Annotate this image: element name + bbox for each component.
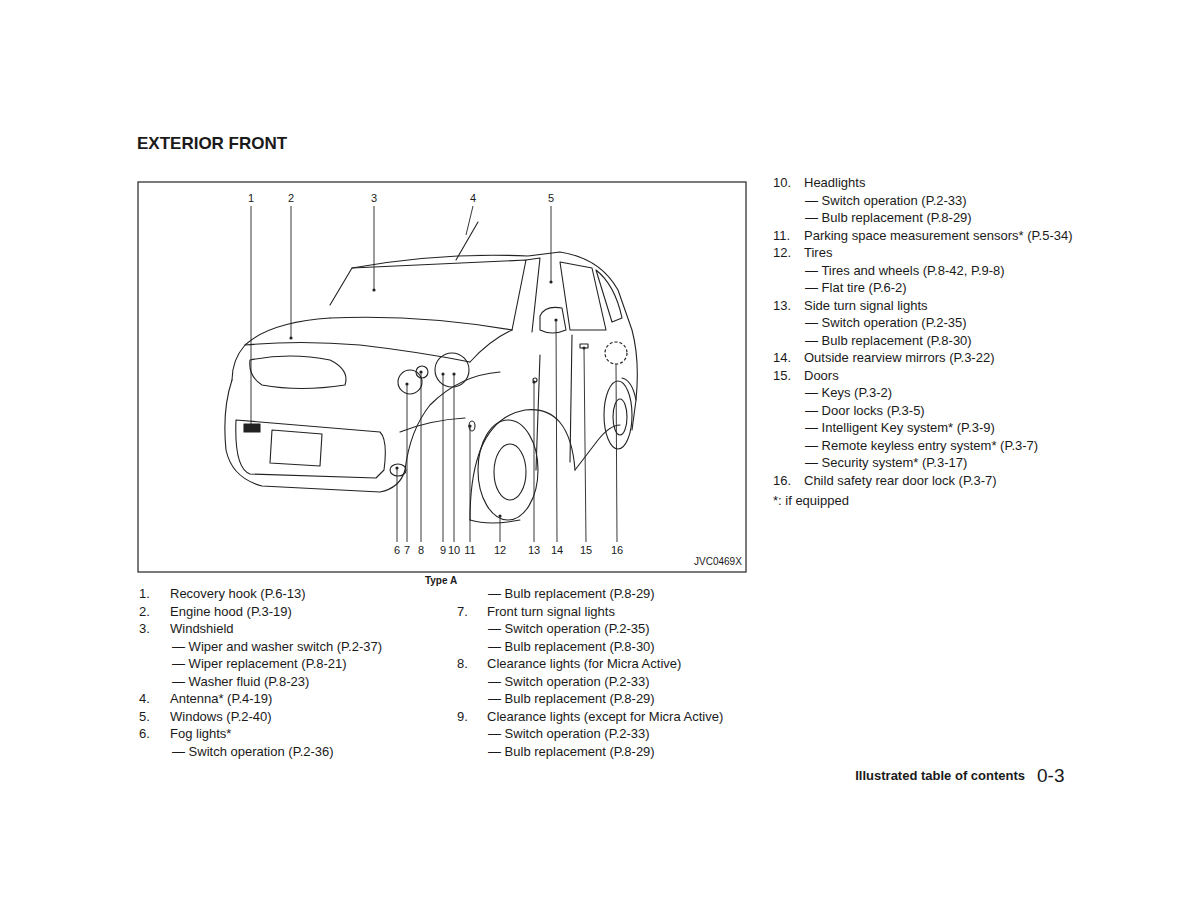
sub-item: — Intelligent Key system* (P.3-9)	[805, 420, 995, 436]
sub-item: — Bulb replacement (P.8-29)	[488, 744, 655, 760]
callout-number: 7	[403, 544, 411, 556]
sub-item: — Door locks (P.3-5)	[805, 403, 925, 419]
item-text: Antenna* (P.4-19)	[170, 691, 272, 707]
sub-item: — Switch operation (P.2-33)	[488, 726, 650, 742]
callout-number: 14	[550, 544, 564, 556]
item-text: Windshield	[170, 621, 234, 637]
sub-item: — Bulb replacement (P.8-30)	[805, 333, 972, 349]
item-text: Outside rearview mirrors (P.3-22)	[804, 350, 994, 366]
item-text: Tires	[804, 245, 832, 261]
sub-item: — Washer fluid (P.8-23)	[172, 674, 309, 690]
sub-item: — Wiper replacement (P.8-21)	[172, 656, 347, 672]
item-text: Engine hood (P.3-19)	[170, 604, 292, 620]
callout-number: 4	[469, 192, 477, 204]
sub-item: — Switch operation (P.2-33)	[488, 674, 650, 690]
item-number: 9.	[457, 709, 468, 725]
item-text: Fog lights*	[170, 726, 231, 742]
item-text: Windows (P.2-40)	[170, 709, 272, 725]
sub-item: — Switch operation (P.2-35)	[805, 315, 967, 331]
item-number: 7.	[457, 604, 468, 620]
item-number: 10.	[773, 175, 791, 191]
sub-item: — Keys (P.3-2)	[805, 385, 892, 401]
item-text: Doors	[804, 368, 839, 384]
sub-item: — Remote keyless entry system* (P.3-7)	[805, 438, 1038, 454]
callout-number: 9	[439, 544, 447, 556]
sub-item: — Flat tire (P.6-2)	[805, 280, 907, 296]
item-number: 12.	[773, 245, 791, 261]
item-number: 16.	[773, 473, 791, 489]
figure-caption: Type A	[425, 575, 457, 587]
sub-item: — Tires and wheels (P.8-42, P.9-8)	[805, 263, 1005, 279]
callout-number: 13	[527, 544, 541, 556]
callout-number: 16	[610, 544, 624, 556]
item-number: 15.	[773, 368, 791, 384]
item-text: Headlights	[804, 175, 865, 191]
item-text: Side turn signal lights	[804, 298, 928, 314]
callout-number: 12	[493, 544, 507, 556]
item-text: Front turn signal lights	[487, 604, 615, 620]
callout-number: 10	[447, 544, 461, 556]
item-number: 8.	[457, 656, 468, 672]
callout-number: 2	[287, 192, 295, 204]
figure-code: JVC0469X	[694, 556, 742, 568]
callout-number: 1	[247, 192, 255, 204]
callout-number: 3	[370, 192, 378, 204]
callout-number: 5	[547, 192, 555, 204]
callout-number: 15	[579, 544, 593, 556]
running-footer: Illustrated table of contents	[855, 768, 1025, 784]
sub-item: — Switch operation (P.2-35)	[488, 621, 650, 637]
item-number: 13.	[773, 298, 791, 314]
footnote: *: if equipped	[773, 493, 849, 509]
page-number: 0-3	[1037, 765, 1064, 787]
item-number: 14.	[773, 350, 791, 366]
item-number: 4.	[139, 691, 150, 707]
item-text: Parking space measurement sensors* (P.5-…	[804, 228, 1073, 244]
item-number: 11.	[773, 228, 790, 244]
callout-number: 6	[393, 544, 401, 556]
item-number: 2.	[139, 604, 150, 620]
sub-item: — Wiper and washer switch (P.2-37)	[172, 639, 382, 655]
sub-item: — Security system* (P.3-17)	[805, 455, 967, 471]
item-text: Recovery hook (P.6-13)	[170, 586, 306, 602]
page-title: EXTERIOR FRONT	[137, 134, 287, 154]
sub-item: — Bulb replacement (P.8-30)	[488, 639, 655, 655]
sub-item: — Switch operation (P.2-36)	[172, 744, 334, 760]
callout-number: 11	[463, 544, 476, 556]
item-number: 1.	[139, 586, 150, 602]
sub-item: — Switch operation (P.2-33)	[805, 193, 967, 209]
item-number: 6.	[139, 726, 150, 742]
item-text: Clearance lights (except for Micra Activ…	[487, 709, 723, 725]
callout-number: 8	[417, 544, 425, 556]
item-number: 3.	[139, 621, 150, 637]
sub-item: — Bulb replacement (P.8-29)	[488, 691, 655, 707]
sub-item: — Bulb replacement (P.8-29)	[488, 586, 655, 602]
item-text: Clearance lights (for Micra Active)	[487, 656, 681, 672]
item-text: Child safety rear door lock (P.3-7)	[804, 473, 997, 489]
item-number: 5.	[139, 709, 150, 725]
sub-item: — Bulb replacement (P.8-29)	[805, 210, 972, 226]
